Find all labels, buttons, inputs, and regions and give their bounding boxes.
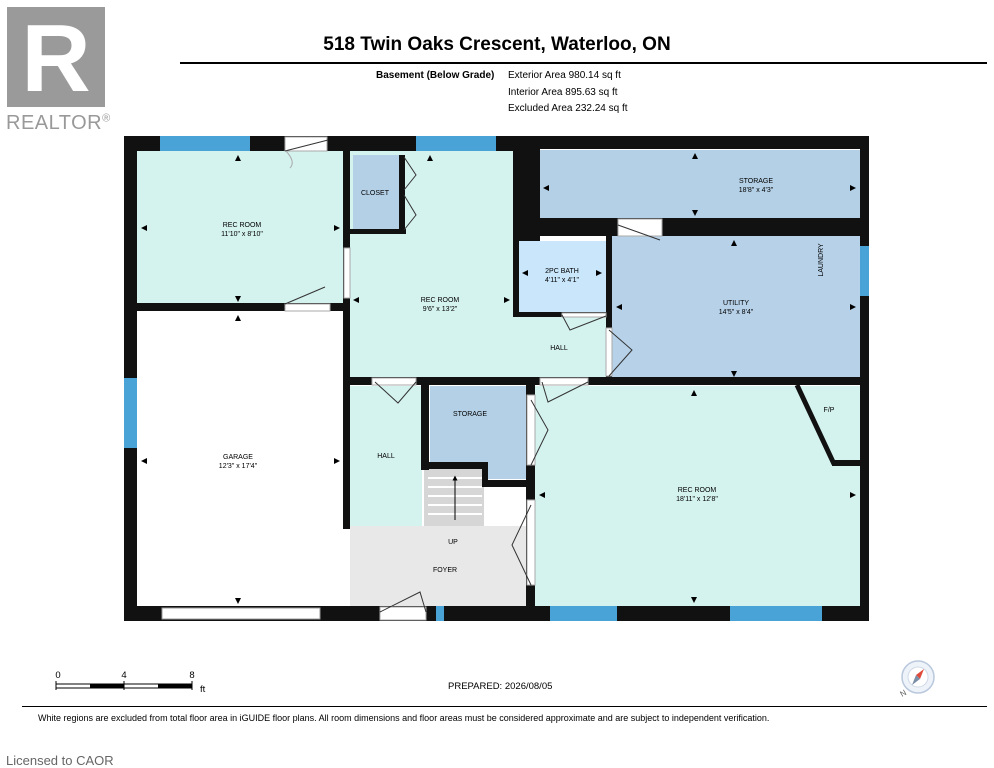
room-rec-room-1 <box>137 151 344 306</box>
room-fp <box>800 386 860 463</box>
compass-needle-icon <box>916 669 924 679</box>
label-hall-1: HALL <box>550 345 568 352</box>
prepared-date: PREPARED: 2026/08/05 <box>448 681 553 692</box>
label-storage-2: STORAGE <box>453 411 487 418</box>
room-foyer <box>350 526 528 606</box>
room-rec-room-3 <box>535 386 860 606</box>
label-foyer: FOYER <box>433 567 457 574</box>
compass-label: N <box>899 688 909 699</box>
interior-area: Interior Area 895.63 sq ft <box>508 87 618 98</box>
exterior-area: Exterior Area 980.14 sq ft <box>508 70 621 81</box>
label-fp: F/P <box>824 407 835 414</box>
footer-divider <box>22 706 987 707</box>
realtor-logo-background <box>7 7 105 107</box>
dims-rec-room-2: 9'6" x 13'2" <box>423 306 458 313</box>
room-storage-1 <box>540 150 860 220</box>
scale-0: 0 <box>55 670 60 681</box>
label-rec-room-3: REC ROOM <box>678 487 717 494</box>
room-closet <box>353 155 399 231</box>
label-laundry: LAUNDRY <box>818 243 825 277</box>
dims-rec-room-3: 18'11" x 12'8" <box>676 496 718 503</box>
dims-garage: 12'3" x 17'4" <box>219 463 258 470</box>
dims-bath: 4'11" x 4'1" <box>545 277 579 284</box>
room-hall-2 <box>350 386 422 526</box>
page-title: 518 Twin Oaks Crescent, Waterloo, ON <box>323 34 671 55</box>
room-bath <box>518 241 606 312</box>
scale-bar: 0 4 8 ft <box>55 670 205 695</box>
label-utility: UTILITY <box>723 300 749 307</box>
realtor-wordmark: REALTOR® <box>6 112 111 135</box>
door-swings <box>284 139 661 613</box>
compass: N <box>899 660 935 699</box>
label-bath: 2PC BATH <box>545 268 579 275</box>
door-openings <box>284 136 663 621</box>
excluded-area: Excluded Area 232.24 sq ft <box>508 103 628 114</box>
windows <box>124 136 869 621</box>
registered-mark: ® <box>102 112 111 125</box>
scale-4: 4 <box>121 670 126 681</box>
fireplace-wall <box>794 383 837 466</box>
realtor-logo: R <box>7 7 105 107</box>
realtor-word: REALTOR <box>6 112 103 134</box>
label-closet: CLOSET <box>361 190 390 197</box>
scale-unit: ft <box>200 684 206 695</box>
garage-door-opening <box>161 607 321 620</box>
room-hall-1 <box>514 316 609 378</box>
room-utility <box>612 236 860 380</box>
dims-storage-1: 18'8" x 4'3" <box>739 187 774 194</box>
level-label: Basement (Below Grade) <box>376 70 495 81</box>
license-notice: Licensed to CAOR <box>6 753 114 768</box>
label-storage-1: STORAGE <box>739 178 773 185</box>
label-garage: GARAGE <box>223 454 253 461</box>
dimension-arrows <box>141 153 856 604</box>
label-up: UP <box>448 539 458 546</box>
dims-utility: 14'5" x 8'4" <box>719 309 754 316</box>
label-rec-room-2: REC ROOM <box>421 297 460 304</box>
label-hall-2: HALL <box>377 453 395 460</box>
realtor-logo-letter: R <box>21 7 90 107</box>
scale-8: 8 <box>189 670 194 681</box>
dims-rec-room-1: 11'10" x 8'10" <box>221 231 263 238</box>
disclaimer: White regions are excluded from total fl… <box>38 713 770 723</box>
header-divider <box>180 62 987 64</box>
label-rec-room-1: REC ROOM <box>223 222 262 229</box>
